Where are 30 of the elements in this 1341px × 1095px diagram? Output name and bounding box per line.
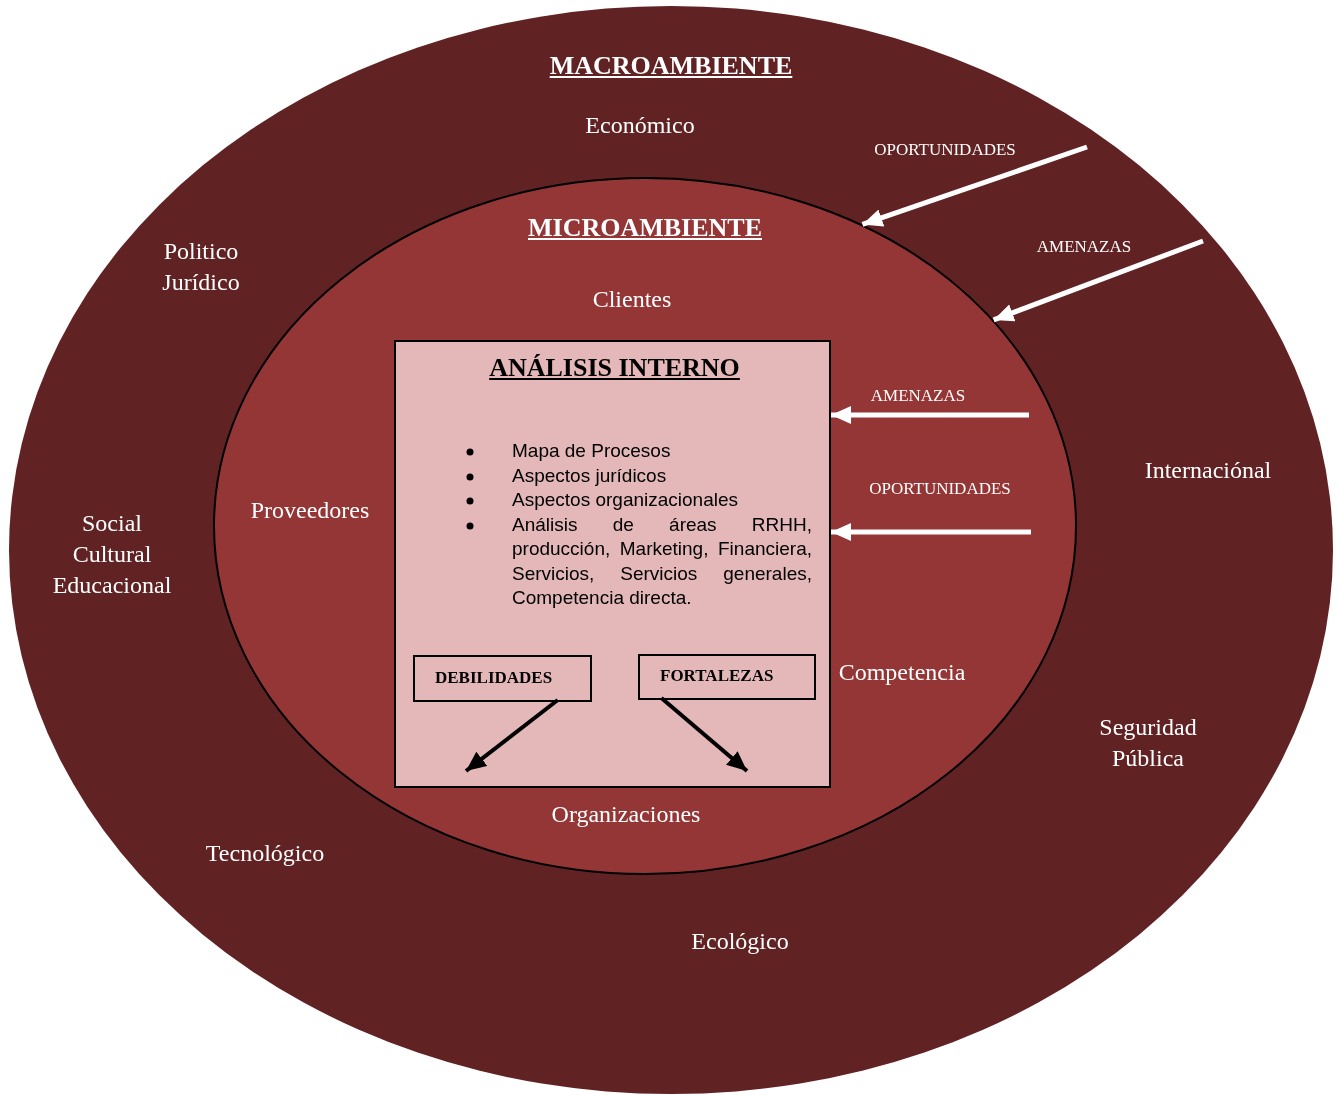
arrow <box>831 523 1031 541</box>
factor-label: Clientes <box>591 285 673 314</box>
section-title: MACROAMBIENTE <box>548 51 794 81</box>
outer-ellipse <box>8 5 1334 1095</box>
weakness-box <box>413 655 592 702</box>
arrow <box>992 238 1204 323</box>
factor-label: Seguridad Pública <box>1098 713 1198 773</box>
factor-label: Internaciónal <box>1143 456 1273 485</box>
box-label: FORTALEZAS <box>660 666 774 686</box>
factor-label: Politico Jurídico <box>161 237 241 297</box>
factor-label: Ecológico <box>690 927 790 956</box>
arrow <box>464 698 559 773</box>
factor-label: Social Cultural Educacional <box>51 509 173 600</box>
factor-label: Proveedores <box>249 496 371 525</box>
arrow <box>861 144 1088 227</box>
bullet-item: Aspectos jurídicos <box>512 464 667 486</box>
arrow <box>660 696 749 773</box>
bullet-item: Aspectos organizacionales <box>512 489 739 510</box>
factor-label: Competencia <box>837 658 967 687</box>
arrow <box>831 406 1029 424</box>
section-title: ANÁLISIS INTERNO <box>488 353 741 383</box>
factor-label: Tecnológico <box>204 839 326 868</box>
bullet-item: Análisis de áreas RRHH, producción, Marketing, Financiera, Servicios, Servicios generales, Competencia directa. <box>512 513 812 608</box>
strength-box <box>638 654 816 700</box>
factor-label: Económico <box>584 111 696 140</box>
section-title: MICROAMBIENTE <box>527 213 763 243</box>
box-label: DEBILIDADES <box>435 668 553 688</box>
analysis-box <box>394 340 831 788</box>
bullet-item: Mapa de Procesos <box>512 440 671 461</box>
factor-label: Organizaciones <box>550 800 702 829</box>
